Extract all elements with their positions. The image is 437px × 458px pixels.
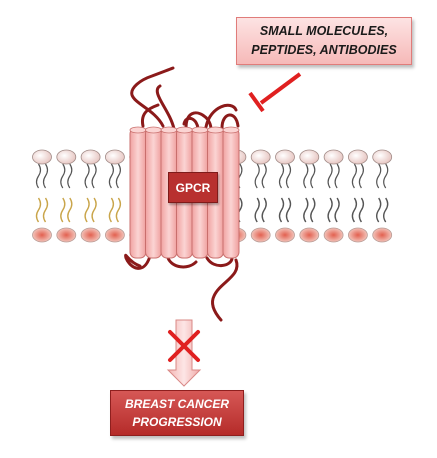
down-arrow-icon <box>166 319 202 387</box>
transmembrane-helix <box>145 126 162 259</box>
lipid <box>323 149 344 243</box>
ligands-line-2: PEPTIDES, ANTIBODIES <box>251 43 397 57</box>
receptor-helices <box>129 126 240 259</box>
lipid <box>105 149 125 243</box>
lipid <box>56 149 77 243</box>
lipid <box>80 149 101 243</box>
lipid <box>299 149 320 243</box>
lipid <box>347 149 368 243</box>
ligands-box: SMALL MOLECULES, PEPTIDES, ANTIBODIES <box>236 17 412 65</box>
transmembrane-helix <box>222 126 240 259</box>
lipid <box>275 149 295 243</box>
outcome-line-2: PROGRESSION <box>132 415 222 429</box>
lipid <box>372 149 393 243</box>
lipid <box>32 149 52 243</box>
gpcr-label: GPCR <box>168 172 218 203</box>
inhibition-arrow-icon <box>248 72 302 113</box>
transmembrane-helix <box>129 126 147 259</box>
lipid <box>250 149 271 243</box>
outcome-box: BREAST CANCER PROGRESSION <box>110 390 244 436</box>
receptor-loops <box>124 66 240 322</box>
ligands-line-1: SMALL MOLECULES, <box>259 24 389 38</box>
outcome-line-1: BREAST CANCER <box>124 397 229 411</box>
block-cross-icon <box>168 330 200 362</box>
